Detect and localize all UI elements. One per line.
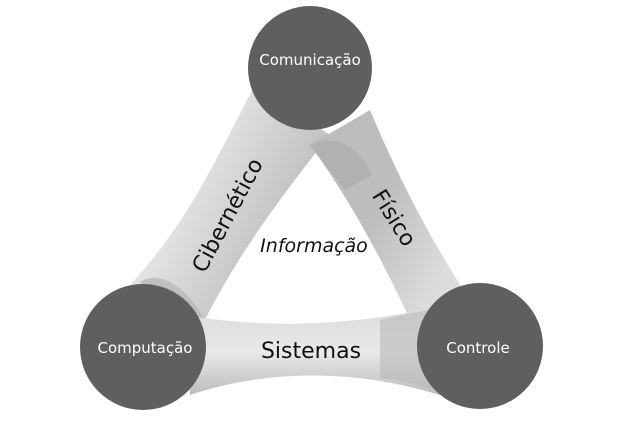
edge-sistemas-label: Sistemas (261, 339, 361, 364)
node-computacao-label: Computação (98, 339, 193, 357)
node-comunicacao (248, 6, 372, 130)
node-controle (417, 283, 543, 409)
center-informacao-label: Informação (260, 235, 368, 257)
band-cibernetico (130, 85, 330, 320)
node-comunicacao-label: Comunicação (259, 51, 361, 69)
band-fisico-shade (310, 140, 372, 190)
node-computacao (80, 284, 206, 410)
node-controle-label: Controle (446, 339, 509, 357)
